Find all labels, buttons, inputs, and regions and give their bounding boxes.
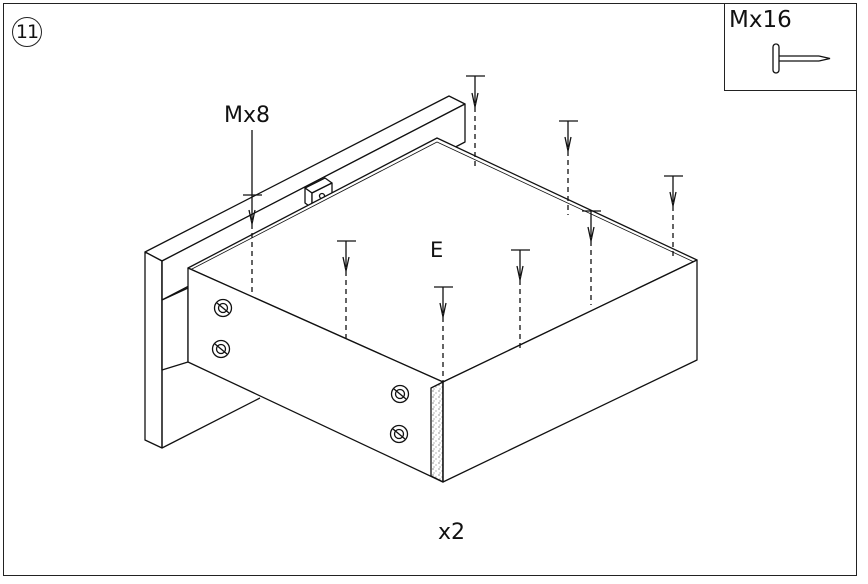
quantity-label: x2	[438, 520, 466, 545]
screw-icon	[582, 210, 601, 305]
screw-icon	[466, 75, 485, 170]
callout-screw-label: Mx16	[729, 7, 792, 33]
screw-icon	[559, 120, 578, 215]
part-label: E	[430, 238, 444, 262]
instruction-frame	[3, 3, 857, 576]
screw-icon	[434, 286, 453, 382]
step-number-badge: 11	[12, 17, 42, 47]
screw-icon	[337, 240, 356, 338]
screw-icon	[511, 249, 530, 348]
cam-lock-icon	[211, 339, 231, 359]
screw-icon	[664, 175, 683, 260]
hardware-callout-box: Mx16	[724, 3, 857, 91]
long-screw-icon	[772, 43, 831, 74]
step-number: 11	[15, 21, 39, 43]
screw-size-label: Mx8	[224, 103, 270, 128]
cam-lock-icon	[389, 424, 409, 444]
cam-lock-icon	[390, 384, 410, 404]
screws	[243, 75, 683, 382]
cam-locks	[211, 298, 410, 444]
drawer-box	[187, 137, 698, 483]
cam-lock-icon	[213, 298, 233, 318]
